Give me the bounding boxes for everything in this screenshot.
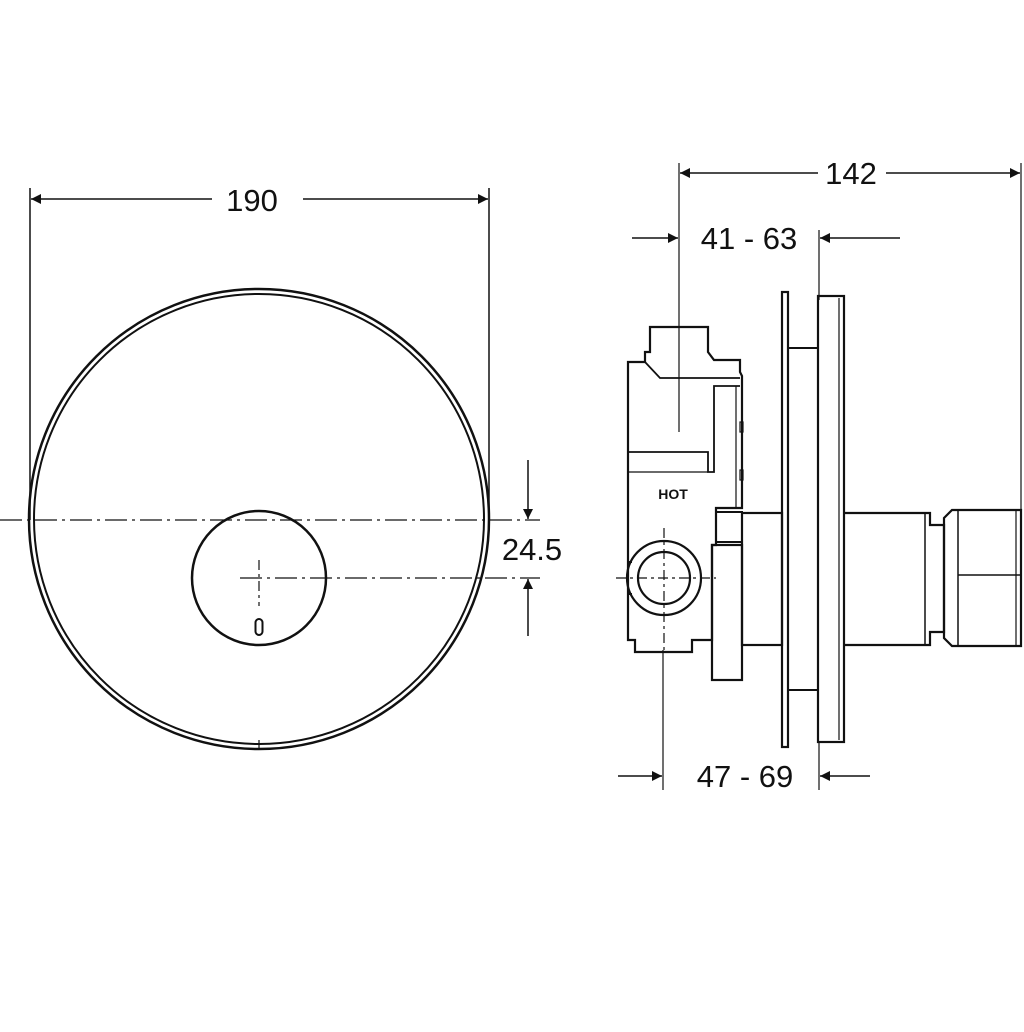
knob-zero-mark <box>254 618 264 636</box>
valve-tick-1 <box>739 421 744 433</box>
cover-plate-side <box>780 290 790 749</box>
inlet-port-neck <box>627 561 632 595</box>
knob-head <box>942 508 1023 648</box>
front-view <box>0 188 540 751</box>
cover-plate-outer <box>27 287 491 751</box>
spindle-small-block <box>715 511 743 543</box>
valve-body-detail <box>644 361 740 379</box>
valve-tick-2 <box>739 469 744 481</box>
dimension-190-label: 190 <box>226 183 278 218</box>
hot-label: HOT <box>658 486 688 502</box>
spindle-shaft <box>740 511 784 647</box>
side-view <box>616 163 1023 790</box>
dimension-142-label: 142 <box>825 156 877 191</box>
dimension-47-69-label: 47 - 69 <box>697 759 794 794</box>
valve-body-hot-panel <box>628 385 740 473</box>
trim-plate <box>816 294 846 744</box>
valve-body <box>626 325 744 654</box>
dimension-24-5-label: 24.5 <box>502 532 562 567</box>
cover-plate-inner <box>33 293 485 745</box>
dimension-41-63-label: 41 - 63 <box>701 221 798 256</box>
spindle-housing <box>710 543 744 682</box>
knob-shaft <box>844 511 946 647</box>
